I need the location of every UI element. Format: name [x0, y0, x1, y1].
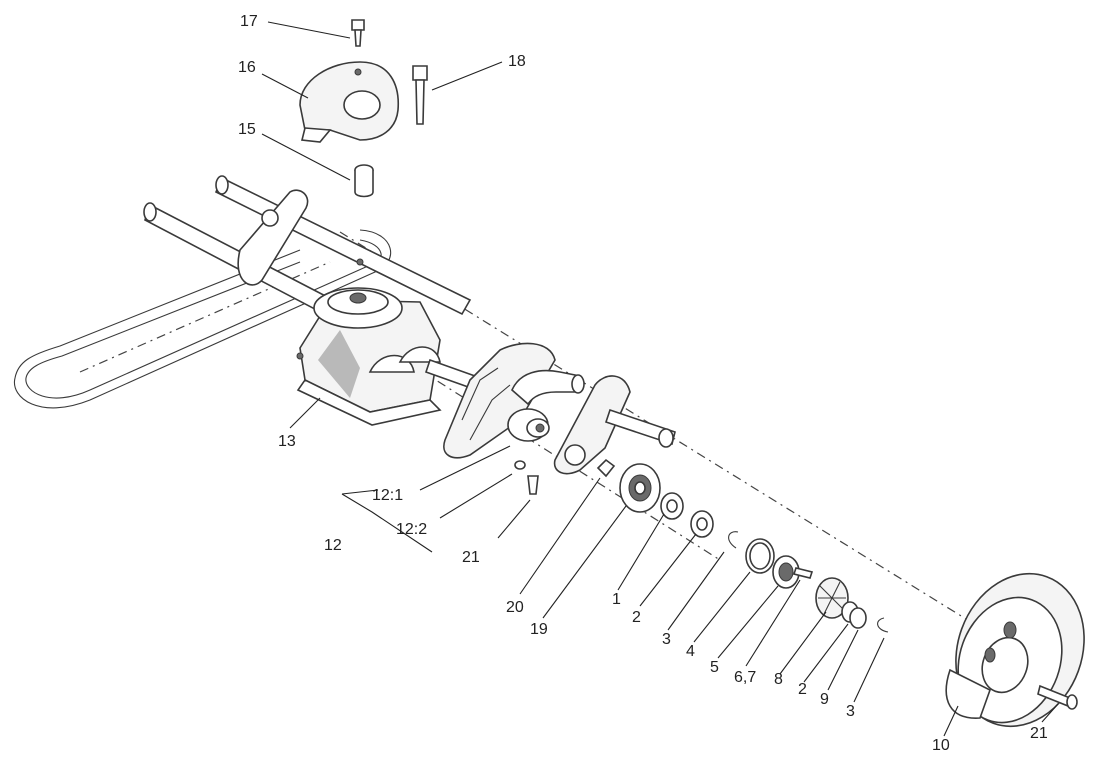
callout-3a: 3: [662, 631, 671, 648]
callout-19: 19: [530, 621, 548, 638]
callout-1: 1: [612, 591, 621, 608]
callout-21-left: 21: [462, 549, 480, 566]
callout-13: 13: [278, 433, 296, 450]
callout-3b: 3: [846, 703, 855, 720]
callout-12: 12: [324, 537, 342, 554]
callout-16: 16: [238, 59, 256, 76]
callout-5: 5: [710, 659, 719, 676]
callout-2a: 2: [632, 609, 641, 626]
callout-21-right: 21: [1030, 725, 1048, 742]
side-plate: [553, 375, 676, 475]
shift-bracket: [443, 342, 585, 495]
callout-2b: 2: [798, 681, 807, 698]
leader-lines: [261, 21, 1059, 737]
wheel: [945, 572, 1085, 728]
top-cover-assembly: [299, 19, 428, 198]
small-parts-row: [596, 458, 889, 633]
callout-8: 8: [774, 671, 783, 688]
callout-4: 4: [686, 643, 695, 660]
callout-20: 20: [506, 599, 524, 616]
callout-10: 10: [932, 737, 950, 754]
gearbox-housing: [296, 258, 522, 426]
callout-18: 18: [508, 53, 526, 70]
callout-15: 15: [238, 121, 256, 138]
callout-12-1: 12:1: [372, 487, 403, 504]
callout-6-7: 6,7: [734, 669, 756, 686]
callout-9: 9: [820, 691, 829, 708]
callout-12-2: 12:2: [396, 521, 427, 538]
callout-labels: 17 16 15 18 13 12:1 12:2 12 21 20 19 1 2…: [238, 13, 1048, 754]
callout-17: 17: [240, 13, 258, 30]
